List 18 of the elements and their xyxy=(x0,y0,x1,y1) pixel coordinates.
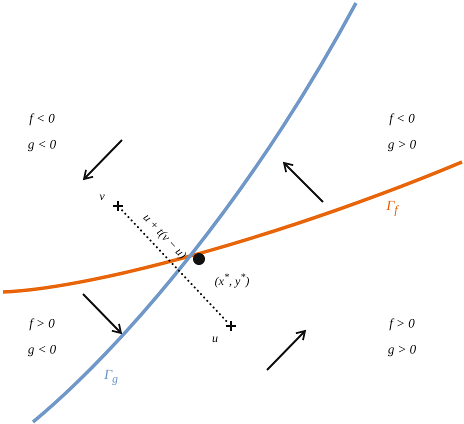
region-label: f < 0 xyxy=(29,112,55,124)
cross-mark xyxy=(112,200,124,212)
point-label: v xyxy=(99,190,105,202)
region-label: f > 0 xyxy=(389,316,415,330)
point-label: (x$^{*}$, y$^{*}$) xyxy=(214,273,250,287)
region-label: f > 0 xyxy=(29,316,55,330)
region-label: g < 0 xyxy=(28,342,56,356)
intersection-point xyxy=(192,252,206,266)
region-label: g > 0 xyxy=(388,138,416,150)
region-label: g > 0 xyxy=(388,342,416,356)
cross-mark xyxy=(225,320,237,332)
curve-label: Γ$_{f}$ xyxy=(386,200,398,216)
region-label: f < 0 xyxy=(389,112,415,124)
dotted-line xyxy=(121,209,228,323)
curve-label: Γ$_{g}$ xyxy=(104,368,118,386)
region-label: g < 0 xyxy=(28,138,56,150)
point-label: u xyxy=(212,332,218,344)
edge-label: u + t(v − u) xyxy=(141,210,190,260)
